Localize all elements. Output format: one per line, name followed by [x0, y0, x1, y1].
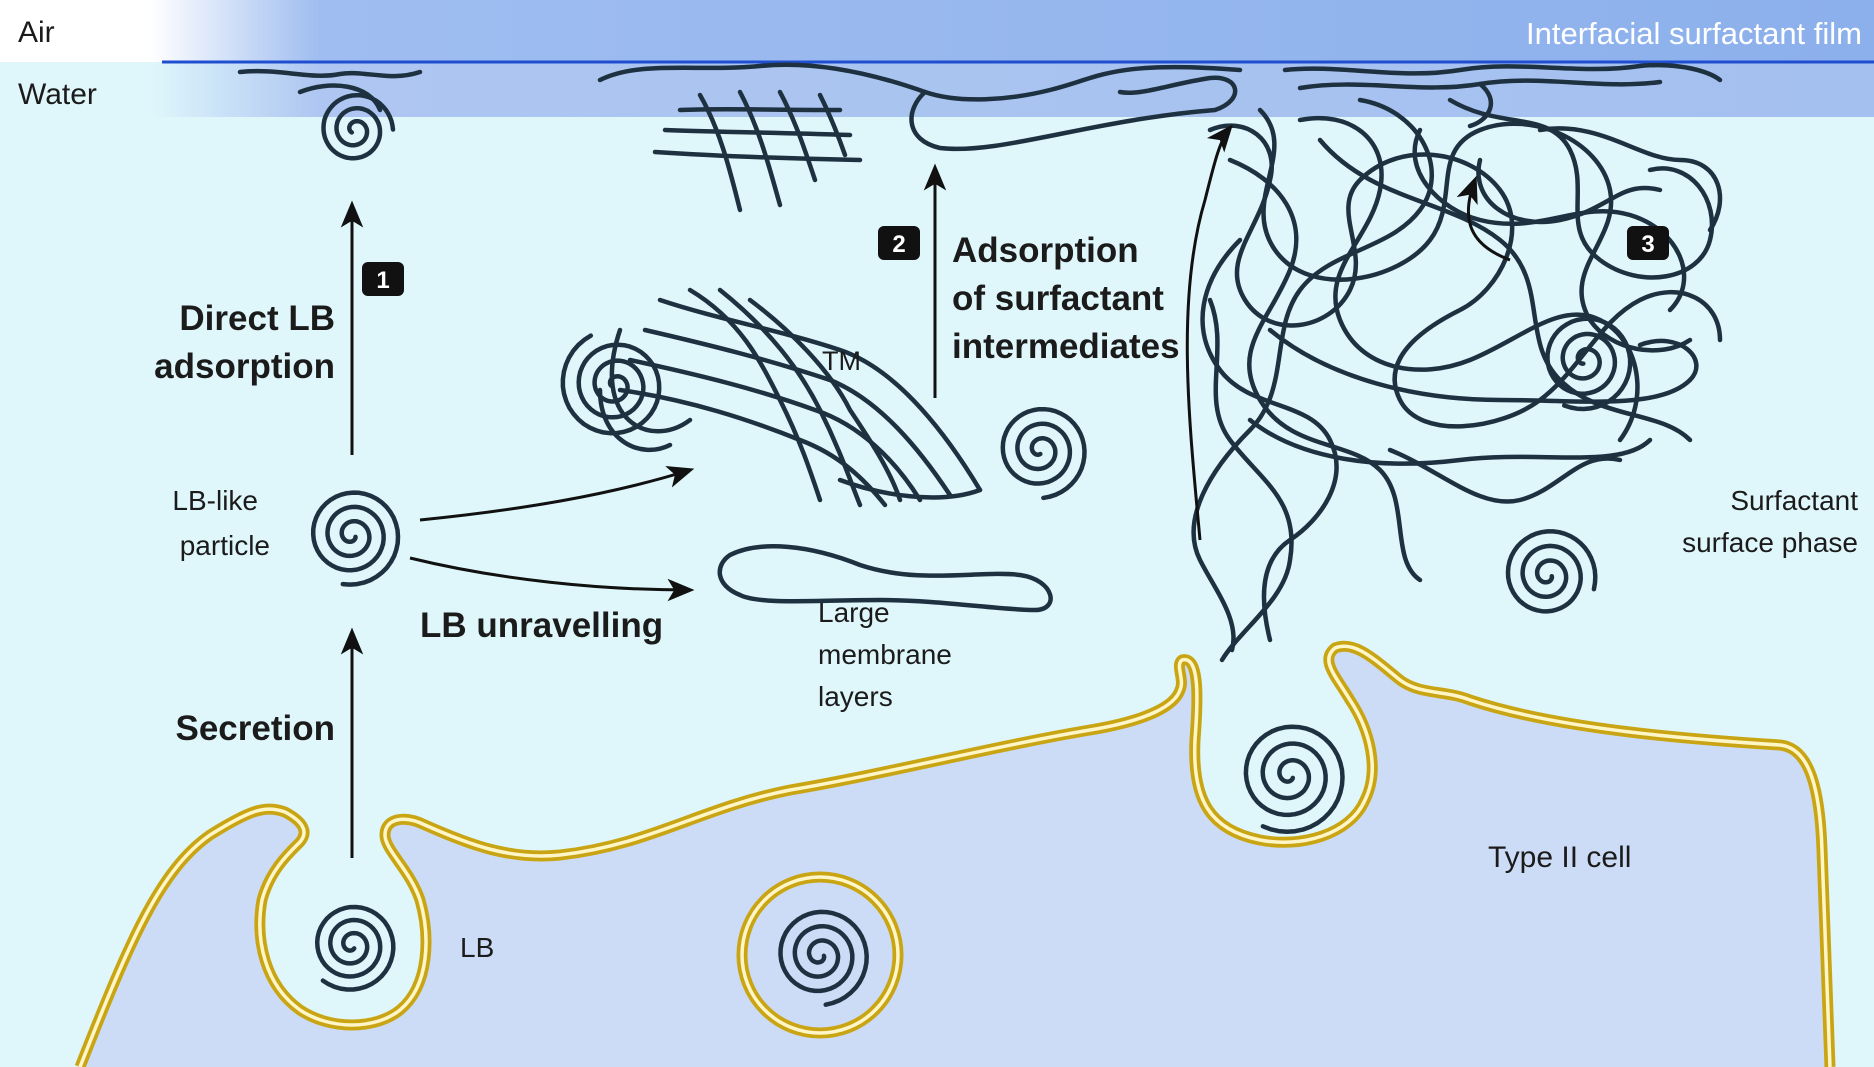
large-membrane-label-line3: layers: [818, 681, 893, 712]
surface-phase-label-line2: surface phase: [1682, 527, 1858, 558]
step-badge-2-text: 2: [892, 231, 905, 258]
lb-like-label-line1: LB-like: [172, 485, 258, 516]
adsorption-label-line1: Adsorption: [952, 231, 1139, 270]
lb-label: LB: [460, 932, 494, 963]
step-badge-2: 2: [878, 226, 920, 260]
lb-like-label-line2: particle: [180, 530, 270, 561]
large-membrane-label-line2: membrane: [818, 639, 952, 670]
adsorption-label-line3: intermediates: [952, 327, 1180, 366]
interfacial-film-label: Interfacial surfactant film: [1526, 16, 1862, 51]
air-label: Air: [18, 16, 55, 49]
step-badge-3-text: 3: [1641, 231, 1654, 258]
large-membrane-label-line1: Large: [818, 597, 890, 628]
type-ii-cell-label: Type II cell: [1488, 841, 1631, 874]
lb-unravelling-label: LB unravelling: [420, 606, 663, 645]
water-label: Water: [18, 78, 97, 111]
direct-lb-label-line2: adsorption: [154, 347, 335, 386]
step-badge-3: 3: [1627, 226, 1669, 260]
step-badge-1: 1: [362, 262, 404, 296]
adsorption-label-line2: of surfactant: [952, 279, 1164, 318]
surface-phase-label-line1: Surfactant: [1730, 485, 1858, 516]
secretion-label: Secretion: [176, 709, 336, 748]
tm-label: TM: [822, 346, 861, 376]
direct-lb-label-line1: Direct LB: [179, 299, 335, 338]
step-badge-1-text: 1: [376, 267, 389, 294]
